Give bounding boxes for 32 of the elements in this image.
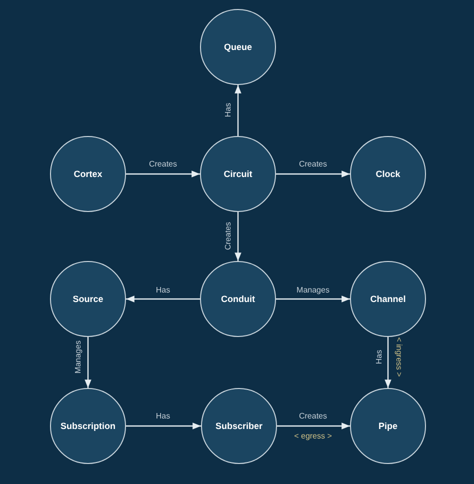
arrow <box>126 296 200 302</box>
edge-label: Has <box>374 348 384 366</box>
node-label: Subscriber <box>215 421 263 431</box>
node-label: Clock <box>376 169 400 179</box>
node-label: Cortex <box>74 169 102 179</box>
edge-label: Creates <box>224 221 232 251</box>
node-label: Circuit <box>224 169 252 179</box>
node-label: Queue <box>224 42 252 52</box>
edge-label: Creates <box>298 412 328 420</box>
edge-label: Has <box>154 286 172 294</box>
arrow <box>277 422 350 430</box>
edge-label: Manages <box>74 340 82 374</box>
edge-label: Has <box>224 102 232 118</box>
node-label: Pipe <box>378 421 398 431</box>
node-label: Source <box>72 294 104 304</box>
edge-label: Creates <box>148 160 178 168</box>
arrow <box>276 170 350 178</box>
edge-label: Creates <box>298 160 328 168</box>
arrow <box>234 212 242 261</box>
node-label: Channel <box>370 294 406 304</box>
arrow <box>276 296 350 302</box>
edge-label: Has <box>154 412 172 420</box>
arrow <box>126 422 201 430</box>
arrow <box>384 337 392 388</box>
annotation-label: < ingress > <box>394 337 404 377</box>
arrow <box>234 85 242 136</box>
annotation-label: < egress > <box>294 432 332 440</box>
node-label: Subscription <box>60 421 116 431</box>
arrow <box>84 337 92 388</box>
arrow <box>126 170 200 178</box>
node-label: Conduit <box>221 294 255 304</box>
edge-label: Manages <box>296 286 330 294</box>
